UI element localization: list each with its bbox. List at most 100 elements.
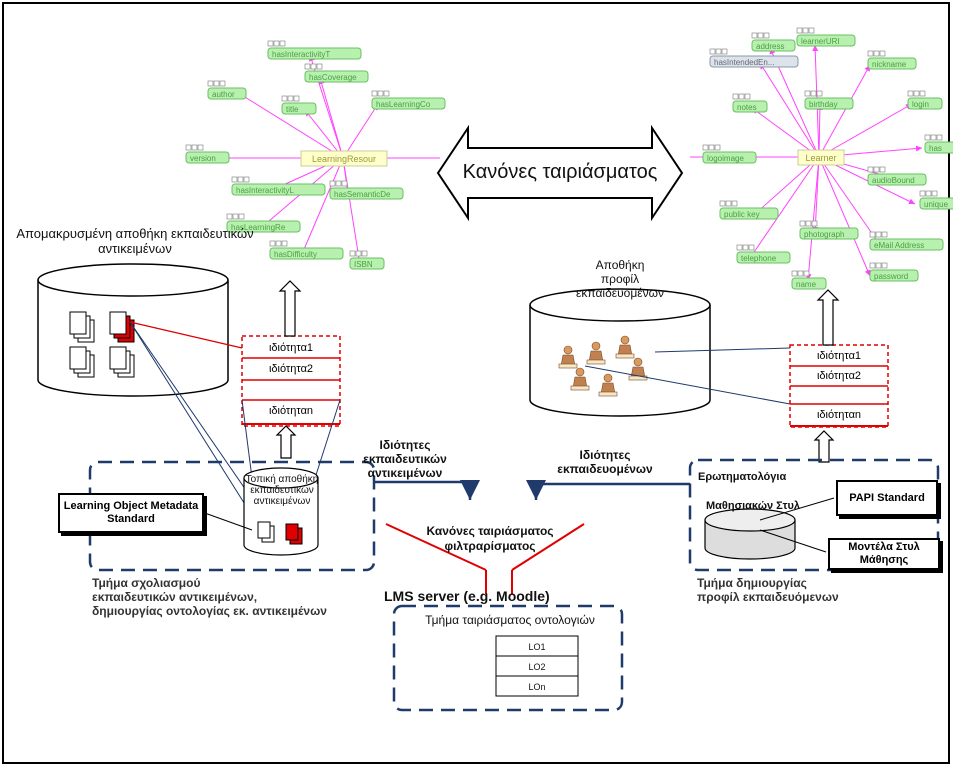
left-ontology-node: ISBN xyxy=(349,250,385,270)
papi-connector xyxy=(759,497,835,521)
learning-objects-icons xyxy=(69,311,135,378)
right-ontology-node: login xyxy=(907,90,943,110)
profile-section-label-2: προφίλ εκπαιδευόμενων xyxy=(697,590,839,604)
learning-styles-box: Μοντέλα Στυλ Μάθησης xyxy=(828,538,940,570)
svg-text:hasInteractivityT: hasInteractivityT xyxy=(272,50,330,59)
svg-text:unique: unique xyxy=(924,200,949,209)
learner-repo-label-2: προφίλ xyxy=(600,272,640,286)
svg-text:notes: notes xyxy=(737,103,757,112)
learner-properties-label-1: Ιδιότητες xyxy=(579,448,631,462)
svg-text:login: login xyxy=(912,100,929,109)
left-ontology-node: hasDifficulty xyxy=(269,240,344,260)
left-properties-table xyxy=(241,335,341,427)
left-graph-center-label: LearningResour xyxy=(312,154,376,164)
lo-properties-label-1: Ιδιότητες xyxy=(379,438,431,452)
lom-connector xyxy=(201,511,253,531)
remote-repository-label: Απομακρυσμένη αποθήκη εκπαιδευτικών αντι… xyxy=(16,226,254,256)
left-prop-n: ιδιότηταn xyxy=(268,405,314,417)
right-ontology-node: telephone xyxy=(736,244,791,264)
svg-text:hasIntendedEn...: hasIntendedEn... xyxy=(714,58,775,67)
questionnaire-label-1: Ερωτηματολόγια xyxy=(698,471,787,483)
learner-repo-label-3: εκπαιδευομένων xyxy=(576,286,664,300)
right-ontology-node: password xyxy=(869,262,919,282)
styles-connector xyxy=(759,529,827,553)
svg-text:nickname: nickname xyxy=(872,60,907,69)
left-ontology-graph: LearningResour hasInteractivityT hasCover… xyxy=(185,40,446,270)
annotation-section-label-3: δημιουργίας οντολογίας εκ. αντικειμένων xyxy=(92,604,327,618)
papi-standard-box: PAPI Standard xyxy=(836,480,938,516)
learner-properties-label-2: εκπαιδευομένων xyxy=(557,462,653,476)
left-ontology-node: hasCoverage xyxy=(304,63,369,83)
filter-label-1: Κανόνες ταιριάσματος xyxy=(426,524,554,538)
svg-text:logoimage: logoimage xyxy=(707,154,744,163)
svg-text:birthday: birthday xyxy=(809,100,837,109)
right-prop-n: ιδιότηταn xyxy=(816,409,862,421)
right-ontology-node: public key xyxy=(719,200,779,220)
lom-standard-box: Learning Object Metadata Standard xyxy=(58,493,204,533)
svg-text:name: name xyxy=(796,280,817,289)
right-ontology-node: logoimage xyxy=(702,144,757,164)
right-graph-center-label: Learner xyxy=(805,153,836,163)
right-prop-2: ιδιότητα2 xyxy=(816,370,862,382)
svg-text:author: author xyxy=(212,90,235,99)
profile-section-box xyxy=(688,458,940,572)
svg-text:audioBound: audioBound xyxy=(872,176,915,185)
left-prop-2: ιδιότητα2 xyxy=(268,363,314,375)
right-ontology-node: eMail Address xyxy=(869,231,944,251)
right-ontology-node: address xyxy=(751,32,796,52)
learner-person-icon xyxy=(570,367,590,391)
left-ontology-node: hasLearningCo xyxy=(371,90,446,110)
learner-person-icon xyxy=(558,345,578,369)
matching-rules-title: Κανόνες ταιριάσματος xyxy=(462,161,658,183)
right-ontology-node: learnerURI xyxy=(796,27,856,47)
svg-text:hasDifficulty: hasDifficulty xyxy=(274,250,317,259)
left-graph-center-node xyxy=(300,150,388,167)
right-ontology-node: unique xyxy=(919,190,953,210)
svg-text:hasInteractivityL: hasInteractivityL xyxy=(236,186,294,195)
left-ontology-node: version xyxy=(185,144,230,164)
questionnaire-label-2: Μαθησιακών Στυλ xyxy=(706,500,801,512)
lo-table xyxy=(495,635,579,697)
matching-rules-double-arrow xyxy=(436,124,684,222)
svg-text:ISBN: ISBN xyxy=(354,260,373,269)
svg-text:hasSemanticDe: hasSemanticDe xyxy=(334,190,391,199)
right-ontology-node: notes xyxy=(732,93,768,113)
red-link-line xyxy=(129,321,243,349)
right-ontology-node: nickname xyxy=(867,50,917,70)
svg-text:learnerURI: learnerURI xyxy=(801,37,840,46)
svg-text:hasCoverage: hasCoverage xyxy=(309,73,357,82)
learner-icons xyxy=(558,335,648,397)
right-ontology-node: birthday xyxy=(804,90,854,110)
left-ontology-node: title xyxy=(281,95,317,115)
svg-text:eMail Address: eMail Address xyxy=(874,241,924,250)
left-ontology-node: hasInteractivityL xyxy=(231,176,326,196)
left-ontology-node: hasSemanticDe xyxy=(329,180,404,200)
lo-properties-label-3: αντικειμένων xyxy=(367,466,443,480)
right-ontology-node: name xyxy=(791,270,827,290)
svg-text:public key: public key xyxy=(724,210,760,219)
lo-row-n: LOn xyxy=(528,682,546,692)
right-ontology-node: audioBound xyxy=(867,166,927,186)
right-up-arrow-top xyxy=(816,289,840,346)
annotation-section-label-1: Τμήμα σχολιασμού xyxy=(92,576,201,590)
learner-link-line-1 xyxy=(654,347,791,353)
svg-text:password: password xyxy=(874,272,908,281)
questionnaire-cylinder xyxy=(704,508,796,560)
svg-text:hasLearningRe: hasLearningRe xyxy=(231,223,286,232)
svg-text:title: title xyxy=(286,105,299,114)
left-ontology-node: hasLearningRe xyxy=(226,213,301,233)
left-up-arrow-top xyxy=(278,280,302,337)
left-ontology-node: author xyxy=(207,80,247,100)
svg-text:photograph: photograph xyxy=(804,230,844,239)
learner-person-icon xyxy=(586,341,606,365)
lo-properties-label-2: εκπαιδευτικών xyxy=(363,452,447,466)
right-properties-table xyxy=(789,344,889,428)
svg-text:version: version xyxy=(190,154,216,163)
right-ontology-graph: Learner address learnerURI hasIntendedEn..… xyxy=(690,27,953,290)
learner-link-line-2 xyxy=(584,365,791,405)
learning-objects-flow-arrow xyxy=(374,480,480,500)
svg-text:telephone: telephone xyxy=(741,254,777,263)
right-ontology-node: photograph xyxy=(799,220,859,240)
learner-person-icon xyxy=(598,373,618,397)
